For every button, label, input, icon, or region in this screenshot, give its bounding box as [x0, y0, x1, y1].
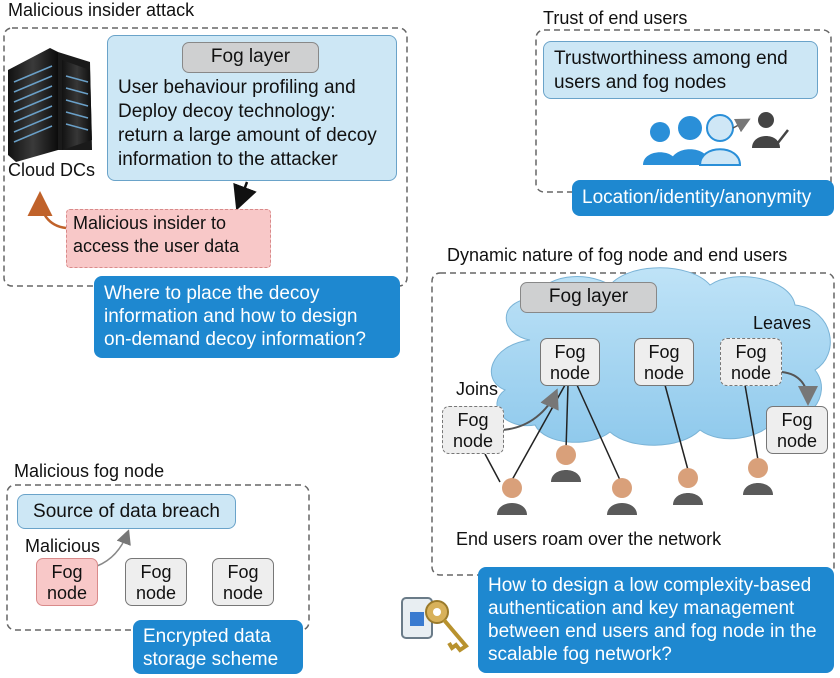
roaming-users-label: End users roam over the network: [456, 529, 722, 549]
end-user-icon: [607, 478, 637, 515]
trustworthiness-box: Trustworthiness among end users and fog …: [543, 41, 818, 99]
malicious-fog-node: Fog node: [36, 558, 98, 606]
join-arrow: [501, 388, 559, 431]
location-identity-anonymity-badge: Location/identity/anonymity: [572, 180, 834, 216]
leaving-fog-node: Fog node: [720, 338, 782, 386]
joining-fog-node: Fog node: [442, 406, 504, 454]
fog-node: Fog node: [634, 338, 694, 386]
leave-arrow: [781, 371, 818, 406]
insider-title: Malicious insider attack: [8, 0, 195, 20]
fog-node: Fog node: [540, 338, 600, 386]
end-user-icon: [551, 445, 581, 482]
data-breach-box: Source of data breach: [17, 494, 236, 529]
cloud-dcs-label: Cloud DCs: [8, 160, 96, 180]
encrypted-storage-box: Encrypted data storage scheme: [133, 620, 303, 674]
decoy-question: Where to place the decoy information and…: [94, 276, 400, 358]
dynamic-title: Dynamic nature of fog node and end users: [447, 245, 788, 265]
key-icon: [401, 597, 469, 653]
dynamic-fog-layer-label: Fog layer: [520, 282, 657, 313]
user-group-icon: [643, 114, 742, 166]
departed-fog-node: Fog node: [766, 406, 828, 454]
profiling-text: User behaviour profiling and Deploy deco…: [118, 77, 377, 170]
authentication-question: How to design a low complexity-based aut…: [478, 567, 834, 673]
end-user-icon: [497, 478, 527, 515]
profiling-box: User behaviour profiling and Deploy deco…: [107, 35, 397, 181]
fog-node: Fog node: [125, 558, 187, 606]
malicious-label: Malicious: [25, 536, 101, 556]
verified-user-icon: [752, 112, 789, 148]
malicious-insider-box: Malicious insider to access the user dat…: [66, 209, 271, 268]
attack-arrow: [27, 191, 67, 230]
insider-frame: [3, 27, 408, 287]
end-user-icon: [673, 468, 703, 505]
end-user-icon: [743, 458, 773, 495]
trust-title: Trust of end users: [543, 8, 688, 28]
fog-node: Fog node: [212, 558, 274, 606]
profiling-arrow: [233, 181, 257, 211]
server-rack-icon: [8, 48, 92, 162]
leaves-label: Leaves: [753, 313, 812, 333]
joins-label: Joins: [456, 379, 499, 399]
fog-layer-label: Fog layer: [182, 42, 319, 73]
breach-arrow: [96, 529, 131, 567]
verify-arrow: [732, 118, 751, 133]
fognode-title: Malicious fog node: [14, 461, 165, 481]
trust-frame: [535, 29, 832, 193]
